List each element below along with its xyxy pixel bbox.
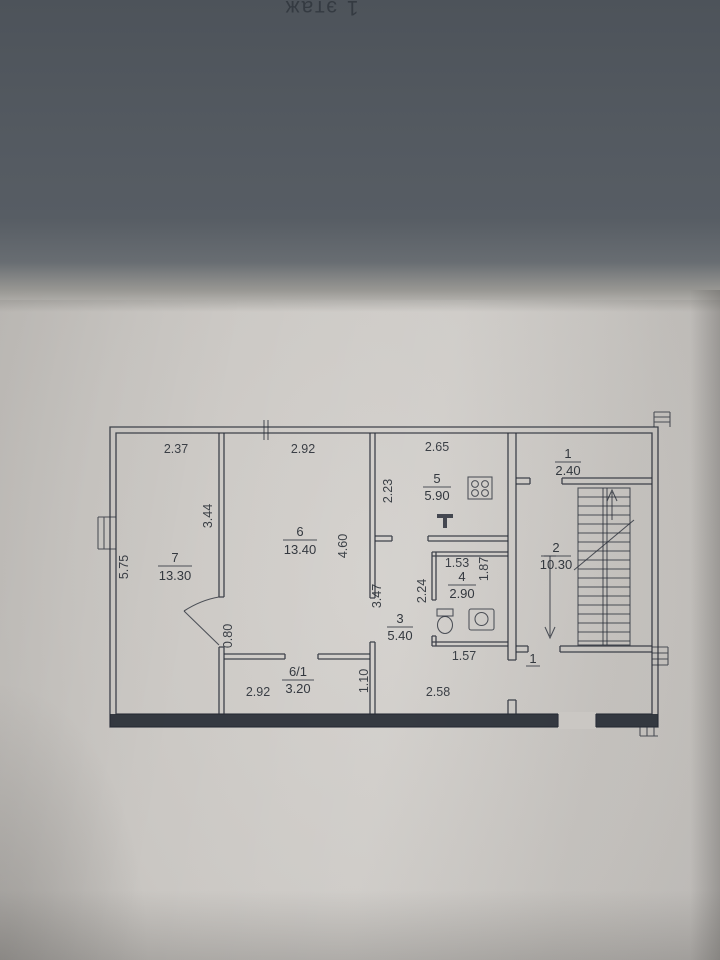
dim-2-37: 2.37	[164, 442, 188, 456]
dim-1-10: 1.10	[357, 669, 371, 693]
dim-2-24: 2.24	[415, 579, 429, 603]
room-3-number: 3	[396, 611, 403, 626]
room-1-top-number: 1	[564, 446, 571, 461]
entry-door-opening	[558, 712, 596, 729]
interior-walls	[218, 433, 652, 714]
room-5-area: 5.90	[424, 488, 449, 503]
dim-1-57: 1.57	[452, 649, 476, 663]
dim-2-23: 2.23	[381, 479, 395, 503]
dim-1-87: 1.87	[477, 557, 491, 581]
room-7-area: 13.30	[159, 568, 192, 583]
room-4-number: 4	[458, 569, 465, 584]
vent-block-right	[652, 646, 669, 666]
room-6-number: 6	[296, 524, 303, 539]
dim-3-47: 3.47	[370, 584, 384, 608]
stair-break-line	[573, 519, 635, 571]
paper-bottom-edge-shadow	[0, 890, 720, 960]
stair-direction-arrow-up	[606, 488, 618, 520]
room-2-number: 2	[552, 540, 559, 555]
dim-1-53: 1.53	[445, 556, 469, 570]
bottom-wall-fill	[110, 714, 658, 727]
wall-tick-top	[263, 420, 269, 440]
vent-block-bottom-right	[639, 727, 658, 737]
room-5-number: 5	[433, 471, 440, 486]
dim-2-65: 2.65	[425, 440, 449, 454]
room-1-top-area: 2.40	[555, 463, 580, 478]
dim-4-60: 4.60	[336, 534, 350, 558]
dim-3-44: 3.44	[201, 504, 215, 528]
window-left	[97, 516, 116, 550]
room-7-number: 7	[171, 550, 178, 565]
exterior-walls	[109, 426, 659, 729]
room-3-area: 5.40	[387, 628, 412, 643]
paper-crease-shading	[0, 300, 720, 960]
photo-top-shadow	[0, 0, 720, 312]
room-6-area: 13.40	[284, 542, 317, 557]
toilet-icon	[436, 608, 454, 635]
dim-0-80: 0.80	[221, 624, 235, 648]
room-2-area: 10.30	[540, 557, 573, 572]
room-1-bottom-number: 1	[529, 651, 536, 666]
room-label-fraction-bars	[158, 461, 581, 681]
paper-right-edge-shadow	[690, 290, 720, 960]
dim-2-92-top: 2.92	[291, 442, 315, 456]
door-swing-room7	[183, 596, 220, 646]
dim-2-58: 2.58	[426, 685, 450, 699]
vent-duct-icon	[437, 514, 453, 528]
stove-burners-icon	[467, 476, 493, 500]
room-6-1-area: 3.20	[285, 681, 310, 696]
dim-2-92-bottom: 2.92	[246, 685, 270, 699]
staircase	[544, 487, 635, 646]
sink-icon	[468, 608, 495, 631]
vent-block-top-right	[653, 411, 671, 427]
room-4-area: 2.90	[449, 586, 474, 601]
room-6-1-number: 6/1	[289, 664, 307, 679]
dim-5-75: 5.75	[117, 555, 131, 579]
